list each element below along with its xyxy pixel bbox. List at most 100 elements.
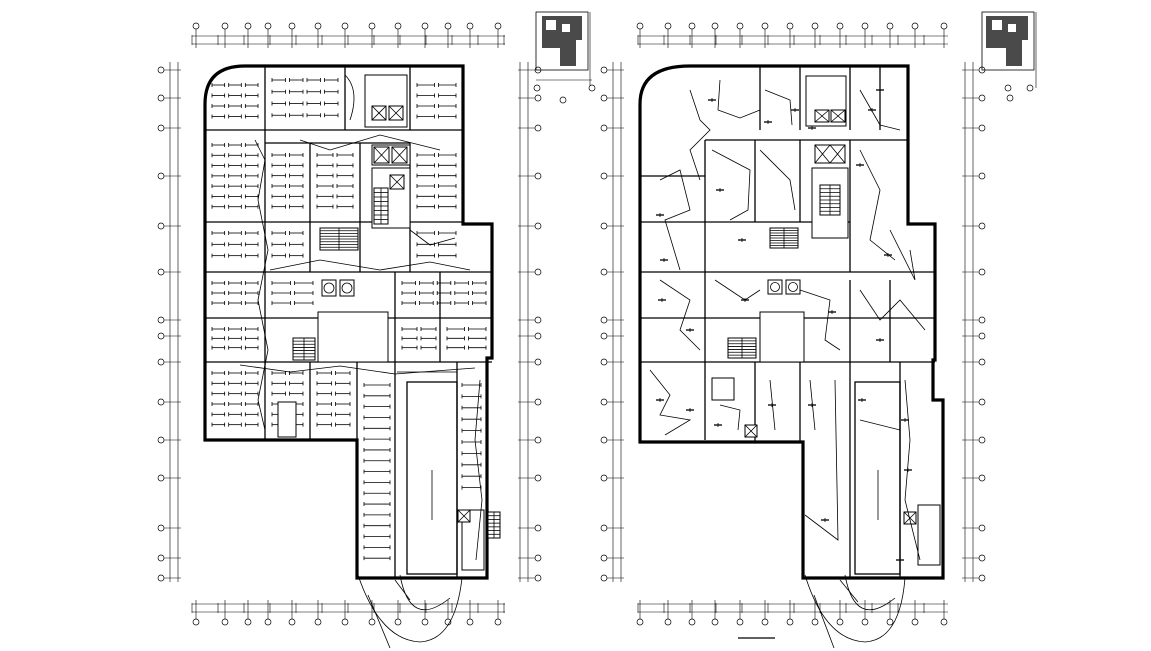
grid-bubble — [664, 22, 672, 30]
elevator-core — [371, 144, 411, 229]
grid-bubble — [600, 398, 608, 406]
grid-bubble — [394, 618, 402, 626]
key-plan-thumbnail-left — [533, 11, 596, 104]
grid-bubble — [341, 618, 349, 626]
stair-core — [727, 184, 940, 543]
grid-bubble — [978, 222, 986, 230]
grid-bubble — [534, 94, 542, 102]
grid-bubble — [421, 22, 429, 30]
grid-bubble — [157, 316, 165, 324]
circuit-run — [799, 289, 841, 351]
grid-bubble — [636, 618, 644, 626]
circuit-run — [764, 89, 793, 126]
grid-bubble — [600, 268, 608, 276]
building-outline — [203, 64, 494, 580]
grid-bubble — [664, 618, 672, 626]
elevator-core — [805, 75, 849, 239]
grid-bubble — [600, 222, 608, 230]
left-dimension-chain — [612, 62, 622, 582]
top-elevator-lobby — [344, 74, 408, 128]
grid-bubble — [911, 618, 919, 626]
power-floor-plan — [600, 22, 986, 649]
grid-bubble — [761, 618, 769, 626]
grid-bubble — [264, 618, 272, 626]
lower-stairs — [711, 377, 941, 566]
building-outline — [638, 64, 945, 580]
grid-bubble — [394, 22, 402, 30]
grid-bubble — [786, 618, 794, 626]
circuit-run — [719, 404, 741, 431]
circuit-run — [714, 279, 761, 301]
grid-bubble — [157, 332, 165, 340]
grid-axis-bubbles — [157, 22, 542, 626]
stair-core — [279, 187, 501, 539]
grid-bubble — [157, 222, 165, 230]
grid-bubble — [534, 268, 542, 276]
grid-bubble — [600, 316, 608, 324]
grid-bubble — [861, 22, 869, 30]
grid-bubble — [466, 618, 474, 626]
grid-bubble — [761, 22, 769, 30]
right-dimension-chain — [519, 62, 529, 582]
grid-bubble — [534, 172, 542, 180]
grid-bubble — [836, 618, 844, 626]
grid-bubble — [736, 22, 744, 30]
grid-bubble — [811, 22, 819, 30]
grid-bubble — [688, 22, 696, 30]
grid-bubble — [421, 618, 429, 626]
grid-bubble — [600, 172, 608, 180]
grid-bubble — [786, 22, 794, 30]
grid-bubble — [886, 618, 894, 626]
grid-bubble — [157, 574, 165, 582]
fan-units — [321, 279, 355, 297]
grid-bubble — [444, 22, 452, 30]
grid-bubble — [534, 524, 542, 532]
circuit-run — [689, 89, 711, 181]
top-dimension-chain — [637, 35, 948, 45]
grid-bubble — [978, 436, 986, 444]
grid-bubble — [221, 618, 229, 626]
power-outlets-and-circuits — [649, 79, 926, 562]
grid-bubble — [368, 618, 376, 626]
grid-bubble — [940, 22, 948, 30]
grid-bubble — [600, 436, 608, 444]
grid-bubble — [978, 574, 986, 582]
grid-bubble — [534, 574, 542, 582]
grid-bubble — [157, 554, 165, 562]
grid-bubble — [886, 22, 894, 30]
grid-bubble — [636, 22, 644, 30]
grid-bubble — [314, 618, 322, 626]
grid-bubble — [466, 22, 474, 30]
grid-bubble — [244, 22, 252, 30]
grid-bubble — [157, 358, 165, 366]
grid-bubble — [157, 94, 165, 102]
grid-bubble — [600, 124, 608, 132]
grid-bubble — [978, 332, 986, 340]
grid-bubble — [978, 474, 986, 482]
grid-bubble — [978, 398, 986, 406]
circuit-run — [859, 89, 901, 131]
grid-bubble — [157, 268, 165, 276]
grid-bubble — [978, 524, 986, 532]
circuit-run — [717, 79, 761, 119]
grid-bubble — [157, 66, 165, 74]
circuit-run — [649, 369, 692, 436]
grid-bubble — [494, 618, 502, 626]
bottom-dimension-chain — [191, 603, 505, 613]
grid-bubble — [978, 172, 986, 180]
circuit-run — [859, 419, 901, 431]
top-dimension-chain — [191, 35, 505, 45]
circuit-run — [711, 149, 751, 221]
grid-bubble — [711, 618, 719, 626]
grid-bubble — [978, 358, 986, 366]
grid-bubble — [940, 618, 948, 626]
circuit-run — [859, 289, 926, 331]
grid-bubble — [368, 22, 376, 30]
grid-bubble — [978, 124, 986, 132]
grid-bubble — [600, 524, 608, 532]
center-hall — [759, 311, 805, 363]
grid-bubble — [911, 22, 919, 30]
grid-bubble — [264, 22, 272, 30]
grid-bubble — [978, 268, 986, 276]
entrance-ramp-arc — [357, 574, 463, 649]
